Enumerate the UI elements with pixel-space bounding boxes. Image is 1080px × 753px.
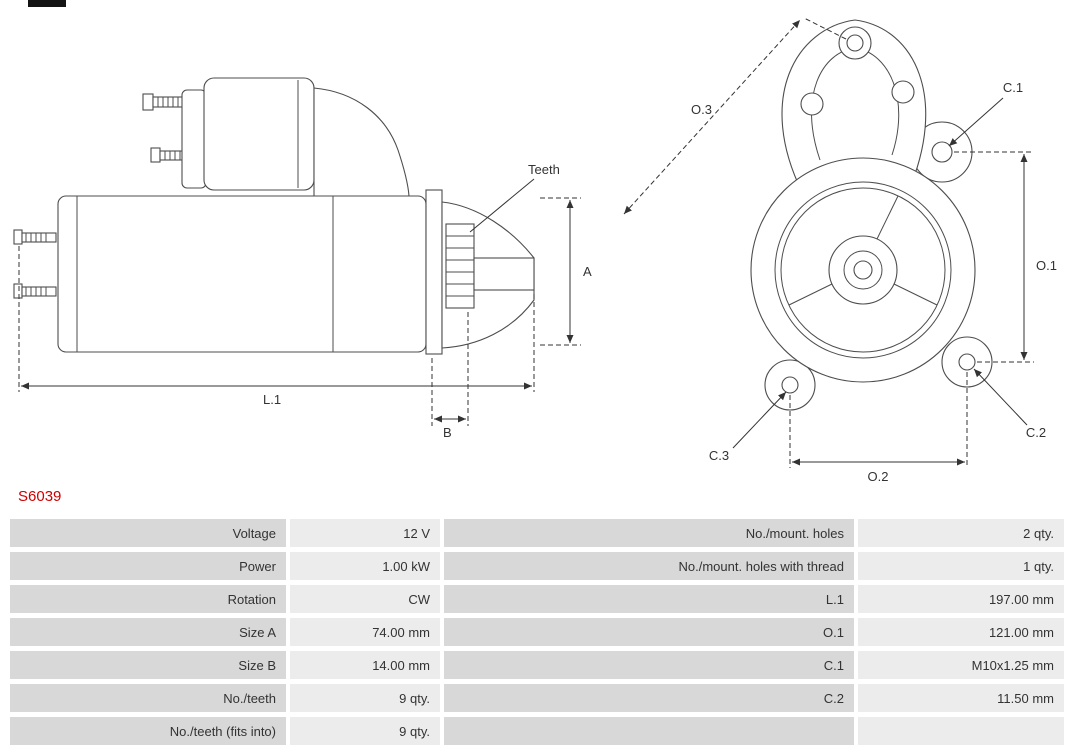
callout-c1: C.1 xyxy=(948,80,1023,147)
rear-stud-top xyxy=(13,229,57,245)
spec-label-l1: L.1 xyxy=(444,585,854,613)
dimension-o3: O.3 xyxy=(623,17,847,215)
teeth-callout: Teeth xyxy=(469,162,560,233)
corner-artifact xyxy=(28,0,66,7)
spec-label-size-b: Size B xyxy=(10,651,286,679)
callout-c2: C.2 xyxy=(973,368,1046,440)
label-a: A xyxy=(583,264,592,279)
spec-value-teeth-fits-into: 9 qty. xyxy=(290,717,440,745)
spec-label-o1: O.1 xyxy=(444,618,854,646)
label-l1: L.1 xyxy=(263,392,281,407)
shaft-center xyxy=(853,260,873,280)
top-hole xyxy=(846,34,864,52)
bracket-boss-right xyxy=(891,80,915,104)
drive-housing-top xyxy=(313,87,410,197)
motor-body xyxy=(57,195,427,353)
dimension-o1: O.1 xyxy=(954,151,1057,363)
dimension-b: B xyxy=(431,312,469,440)
shaft xyxy=(473,257,535,291)
spec-value-teeth: 9 qty. xyxy=(290,684,440,712)
spec-value-c1: M10x1.25 mm xyxy=(858,651,1064,679)
spec-label-rotation: Rotation xyxy=(10,585,286,613)
spec-value-l1: 197.00 mm xyxy=(858,585,1064,613)
spec-table: Voltage 12 V No./mount. holes 2 qty. Pow… xyxy=(10,519,1064,745)
spec-label-c1: C.1 xyxy=(444,651,854,679)
spec-label-mount-holes: No./mount. holes xyxy=(444,519,854,547)
spec-value-size-a: 74.00 mm xyxy=(290,618,440,646)
rear-stud-bottom xyxy=(13,283,57,299)
solenoid xyxy=(181,77,315,191)
spec-value-rotation: CW xyxy=(290,585,440,613)
label-c2: C.2 xyxy=(1026,425,1046,440)
label-b: B xyxy=(443,425,452,440)
bracket-boss-left xyxy=(800,92,824,116)
spec-value-o1: 121.00 mm xyxy=(858,618,1064,646)
front-view xyxy=(750,19,993,411)
dimension-o2: O.2 xyxy=(789,372,968,484)
hole-c3 xyxy=(781,376,799,394)
callout-c3: C.3 xyxy=(709,391,787,463)
label-o3: O.3 xyxy=(691,102,712,117)
pinion-gear xyxy=(445,223,475,309)
mounting-flange xyxy=(425,189,443,355)
side-view xyxy=(13,77,535,355)
spec-value-voltage: 12 V xyxy=(290,519,440,547)
spec-value-mount-holes-thread: 1 qty. xyxy=(858,552,1064,580)
label-o1: O.1 xyxy=(1036,258,1057,273)
label-c1: C.1 xyxy=(1003,80,1023,95)
spec-label-size-a: Size A xyxy=(10,618,286,646)
dimension-a: A xyxy=(540,197,592,346)
teeth-label: Teeth xyxy=(528,162,560,177)
hole-c2 xyxy=(958,353,976,371)
label-o2: O.2 xyxy=(868,469,889,484)
dimension-l1: L.1 xyxy=(18,246,535,407)
technical-drawing: Teeth A B L.1 xyxy=(13,0,1057,484)
spec-value-empty xyxy=(858,717,1064,745)
spec-label-c2: C.2 xyxy=(444,684,854,712)
spec-label-power: Power xyxy=(10,552,286,580)
label-c3: C.3 xyxy=(709,448,729,463)
solenoid-terminals xyxy=(142,93,184,163)
spec-value-mount-holes: 2 qty. xyxy=(858,519,1064,547)
spec-value-size-b: 14.00 mm xyxy=(290,651,440,679)
spec-label-mount-holes-thread: No./mount. holes with thread xyxy=(444,552,854,580)
spec-label-teeth-fits-into: No./teeth (fits into) xyxy=(10,717,286,745)
spec-value-power: 1.00 kW xyxy=(290,552,440,580)
spec-label-empty xyxy=(444,717,854,745)
spec-label-teeth: No./teeth xyxy=(10,684,286,712)
part-number: S6039 xyxy=(18,488,62,505)
hole-c1 xyxy=(931,141,953,163)
spec-label-voltage: Voltage xyxy=(10,519,286,547)
spec-value-c2: 11.50 mm xyxy=(858,684,1064,712)
